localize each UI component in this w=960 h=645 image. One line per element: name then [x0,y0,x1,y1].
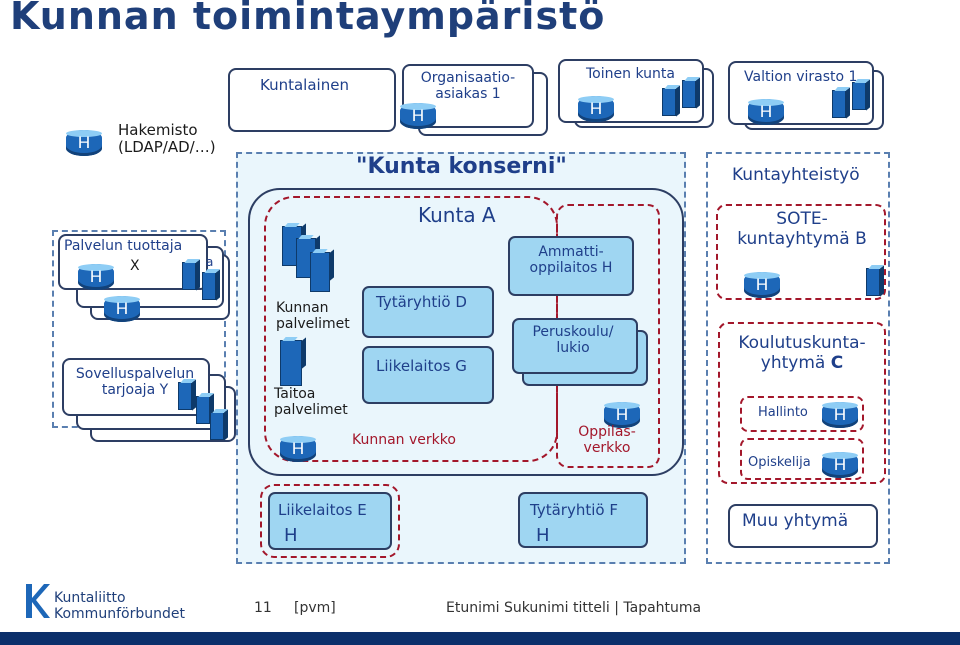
kunta-a-boundary [248,188,684,476]
server-icon [832,90,846,118]
directory-icon: H [578,96,614,122]
server-icon [310,252,330,292]
server-icon [202,272,216,300]
server-icon [280,340,302,386]
footer-text: Etunimi Sukunimi titteli | Tapahtuma [446,600,702,616]
kuntalainen-label: Kuntalainen [260,76,349,94]
directory-icon: H [400,103,436,129]
palvelun-tuottaja-x: X [130,258,140,274]
legend-label: Hakemisto(LDAP/AD/…) [118,121,216,157]
koulutuskuntayhtyma-boundary [718,322,886,484]
palvelun-tuottaja-suffix: a [206,255,214,269]
muu-yhtyma-card [728,504,878,548]
tytaryhtio-f-box [518,492,648,548]
liikelaitos-e-label: Liikelaitos E [278,501,367,519]
directory-icon: H [280,436,316,462]
server-icon [210,412,224,440]
sote-label: SOTE-kuntayhtymä B [737,209,867,249]
opiskelija-label: Opiskelija [748,455,811,470]
oppilasverkko-label: Oppilas-verkko [578,424,636,457]
kunta-a-label: Kunta A [418,203,496,227]
footer-band [0,632,960,645]
directory-icon: H [604,402,640,428]
toinen-kunta-label: Toinen kunta [586,66,675,82]
liikelaitos-e-box [268,492,392,550]
server-icon [178,382,192,410]
kuntayhteistyo-panel [706,152,890,564]
server-icon [182,262,196,290]
page-number: 11 [254,600,272,616]
directory-icon: H [78,264,114,290]
directory-icon: H [748,99,784,125]
opiskelija-boundary [740,438,864,480]
server-icon [866,268,880,296]
kuntalainen-card [228,68,396,132]
liikelaitos-g-label: Liikelaitos G [376,357,467,375]
directory-icon: H [822,452,858,478]
directory-icon: H [104,296,140,322]
hallinto-label: Hallinto [758,405,808,420]
tytaryhtio-f-h: H [536,525,550,546]
directory-icon: H [744,272,780,298]
organisaatioasiakas-label: Organisaatio-asiakas 1 [420,70,516,103]
page-title: Kunnan toimintaympäristö [10,0,606,38]
kunta-konserni-title: "Kunta konserni" [356,154,567,179]
liikelaitos-e-boundary [260,484,400,558]
peruskoulu-label: Peruskoulu/lukio [532,324,614,357]
tytaryhtio-d-box [362,286,494,338]
organisaatioasiakas-card [402,64,534,128]
liikelaitos-e-h: H [284,525,298,546]
server-icon [682,80,696,108]
directory-icon: H [822,402,858,428]
kunnan-verkko-label: Kunnan verkko [352,432,456,448]
server-icon [852,82,866,110]
date-placeholder: [pvm] [294,600,336,616]
koulutuskuntayhtyma-label: Koulutuskunta- yhtymä C [738,333,866,373]
kuntaliitto-logo-icon [24,582,50,620]
palvelun-tuottaja-label: Palvelun tuottaja [64,238,183,254]
liikelaitos-g-box [362,346,494,404]
directory-icon: H [66,130,102,156]
server-icon [662,88,676,116]
peruskoulu-box [512,318,638,374]
muu-yhtyma-label: Muu yhtymä [742,511,849,531]
sote-boundary [716,204,886,300]
ammattioppilaitos-box [508,236,634,296]
tytaryhtio-f-label: Tytäryhtiö F [530,501,618,519]
valtion-virasto-label: Valtion virasto 1 [744,69,858,85]
ammattioppilaitos-label: Ammatti-oppilaitos H [529,244,613,277]
kuntayhteistyo-title: Kuntayhteistyö [732,165,860,185]
server-icon [196,396,210,424]
tytaryhtio-d-label: Tytäryhtiö D [376,293,467,311]
hallinto-boundary [740,396,864,432]
